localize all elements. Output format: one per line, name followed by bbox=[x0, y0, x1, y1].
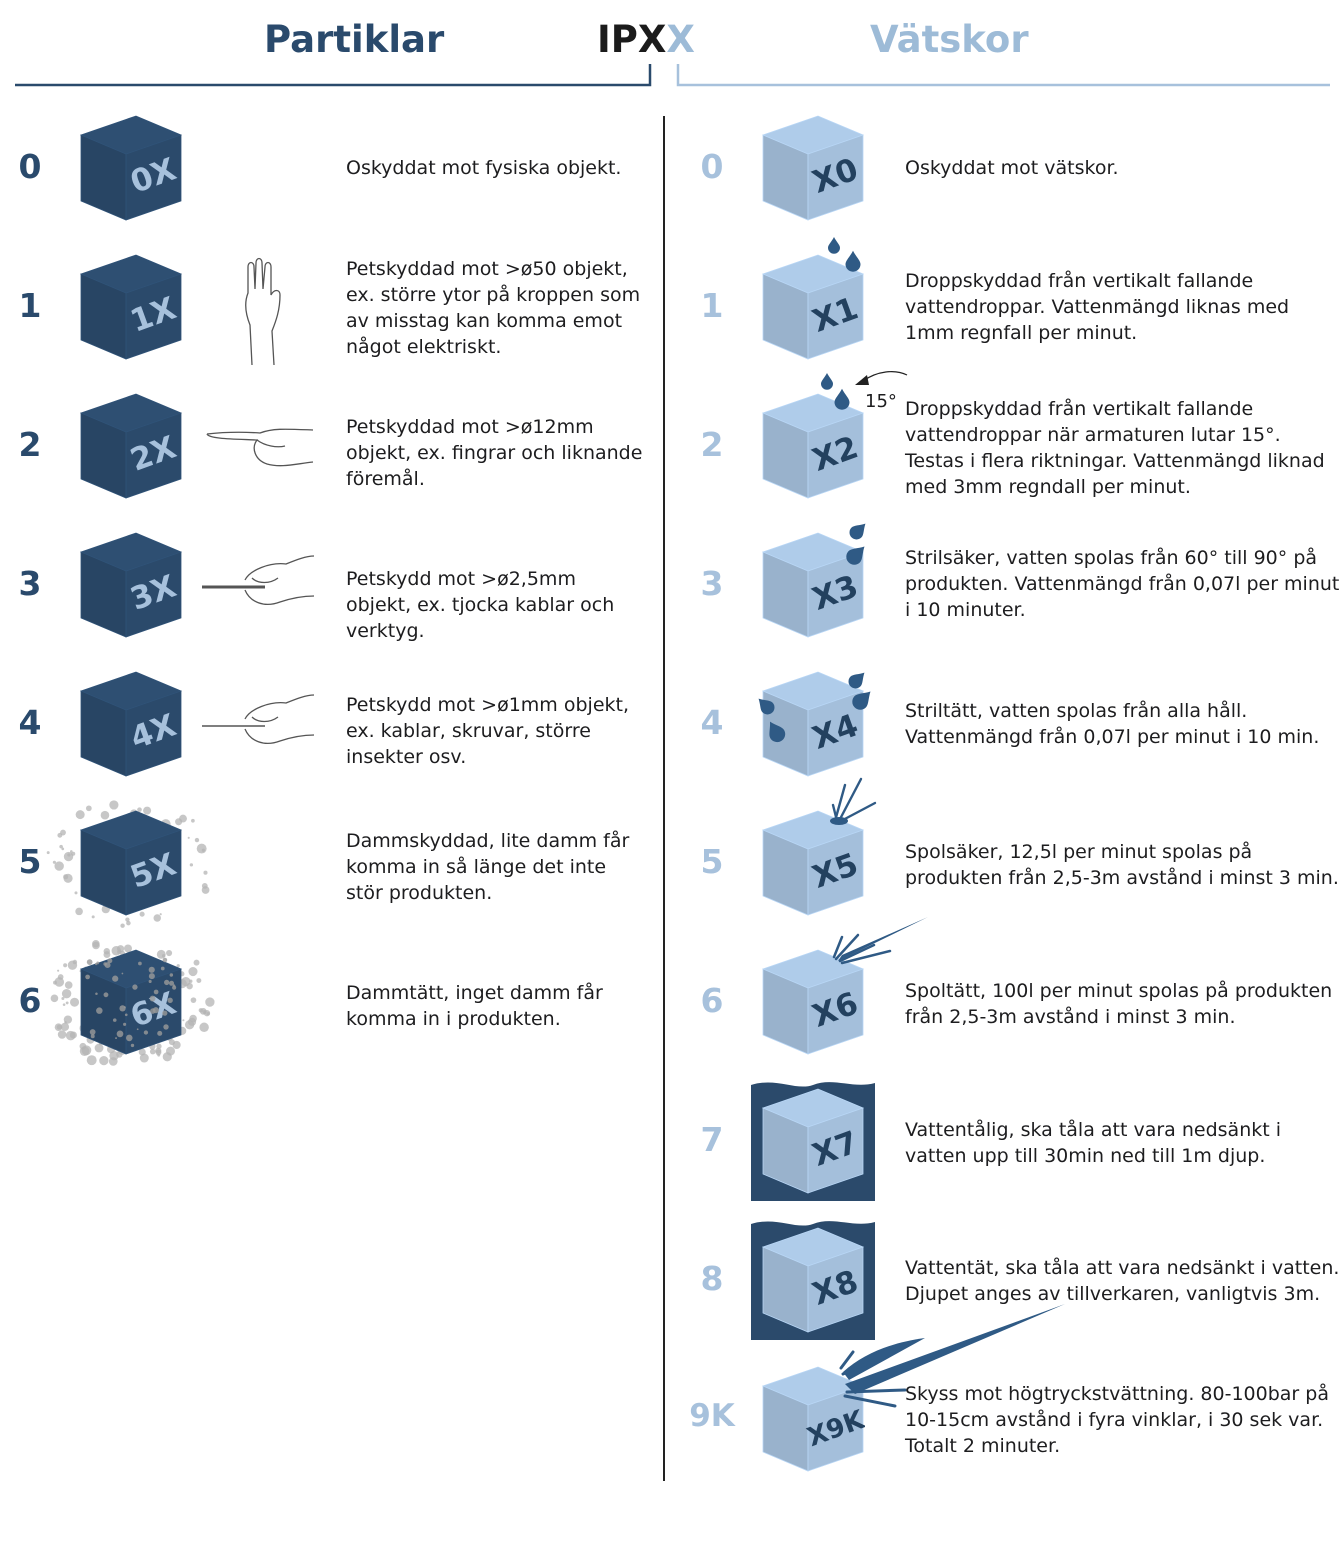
level-number: 9K bbox=[689, 1398, 735, 1434]
level-description: Oskyddat mot fysiska objekt. bbox=[346, 157, 622, 179]
level-number: 3 bbox=[18, 564, 42, 603]
particle-cube: 4X bbox=[79, 671, 183, 777]
level-number: 6 bbox=[18, 981, 42, 1020]
tool-hand-icon bbox=[202, 555, 315, 605]
column-divider bbox=[663, 116, 665, 1481]
high-pressure-icon bbox=[839, 1304, 1065, 1408]
splash-all-icon bbox=[758, 672, 871, 743]
particle-cube: 3X bbox=[79, 532, 183, 638]
level-number: 5 bbox=[700, 842, 724, 881]
level-number: 0 bbox=[18, 147, 42, 186]
particle-cube: 1X bbox=[79, 254, 183, 360]
particle-cube: 2X bbox=[79, 393, 183, 499]
liquid-cube: X0 bbox=[761, 115, 865, 221]
ip-code-heading: IPXX bbox=[597, 18, 695, 61]
ip-code-suffix: X bbox=[666, 18, 695, 61]
liquid-cube: X8 bbox=[761, 1227, 865, 1333]
level-description: Dammtätt, inget damm får komma in i prod… bbox=[346, 982, 603, 1030]
liquid-cube: X3 bbox=[761, 532, 865, 638]
level-description: Oskyddat mot vätskor. bbox=[905, 157, 1119, 179]
level-description: Striltätt, vatten spolas från alla håll.… bbox=[905, 700, 1320, 748]
level-description: Petskyddad mot >ø12mm objekt, ex. fingra… bbox=[346, 416, 643, 490]
level-number: 7 bbox=[700, 1120, 724, 1159]
level-description: Strilsäker, vatten spolas från 60° till … bbox=[905, 547, 1340, 621]
level-number: 1 bbox=[18, 286, 42, 325]
level-description: Droppskyddad från vertikalt fallande vat… bbox=[905, 398, 1325, 498]
level-number: 8 bbox=[700, 1259, 724, 1298]
level-description: Petskydd mot >ø1mm objekt, ex. kablar, s… bbox=[346, 694, 630, 768]
level-description: Droppskyddad från vertikalt fallande vat… bbox=[905, 270, 1290, 344]
level-number: 4 bbox=[18, 703, 42, 742]
level-description: Skyss mot högtryckstvättning. 80-100bar … bbox=[905, 1383, 1329, 1457]
level-description: Vattentålig, ska tåla att vara nedsänkt … bbox=[905, 1119, 1282, 1167]
level-number: 3 bbox=[700, 564, 724, 603]
header-rules bbox=[15, 64, 1330, 87]
level-description: Vattentät, ska tåla att vara nedsänkt i … bbox=[905, 1257, 1340, 1305]
level-number: 1 bbox=[700, 286, 724, 325]
liquids-heading: Vätskor bbox=[870, 18, 1029, 61]
liquid-cube: X5 bbox=[761, 810, 865, 916]
particle-cube: 0X bbox=[79, 115, 183, 221]
level-number: 5 bbox=[18, 842, 42, 881]
level-number: 4 bbox=[700, 703, 724, 742]
level-number: 6 bbox=[700, 981, 724, 1020]
liquid-cube: X9K bbox=[761, 1366, 865, 1472]
jet-icon bbox=[830, 777, 877, 825]
finger-icon bbox=[206, 428, 314, 467]
drops-icon bbox=[828, 237, 861, 272]
liquid-cube: X1 bbox=[761, 254, 865, 360]
wire-hand-icon bbox=[202, 694, 315, 744]
level-number: 0 bbox=[700, 147, 724, 186]
angle-label: 15° bbox=[865, 391, 897, 412]
tilted-drops-icon: 15° bbox=[821, 371, 908, 412]
ip-code-prefix: IPX bbox=[597, 18, 667, 61]
level-description: Dammskyddad, lite damm får komma in så l… bbox=[346, 830, 630, 904]
level-description: Spoltätt, 100l per minut spolas på produ… bbox=[905, 980, 1333, 1028]
hand-icon bbox=[245, 257, 281, 366]
liquid-cube: X4 bbox=[761, 671, 865, 777]
level-number: 2 bbox=[700, 425, 724, 464]
level-number: 2 bbox=[18, 425, 42, 464]
spray-icon bbox=[846, 523, 866, 565]
liquid-cube: X7 bbox=[761, 1088, 865, 1194]
particles-heading: Partiklar bbox=[264, 18, 445, 61]
level-description: Petskyddad mot >ø50 objekt, ex. större y… bbox=[346, 258, 641, 358]
liquid-cube: X6 bbox=[761, 949, 865, 1055]
level-description: Spolsäker, 12,5l per minut spolas på pro… bbox=[905, 841, 1339, 889]
strong-jet-icon bbox=[832, 917, 928, 965]
particle-cube: 6X bbox=[79, 949, 183, 1055]
level-description: Petskydd mot >ø2,5mm objekt, ex. tjocka … bbox=[346, 568, 615, 642]
particle-cube: 5X bbox=[79, 810, 183, 916]
